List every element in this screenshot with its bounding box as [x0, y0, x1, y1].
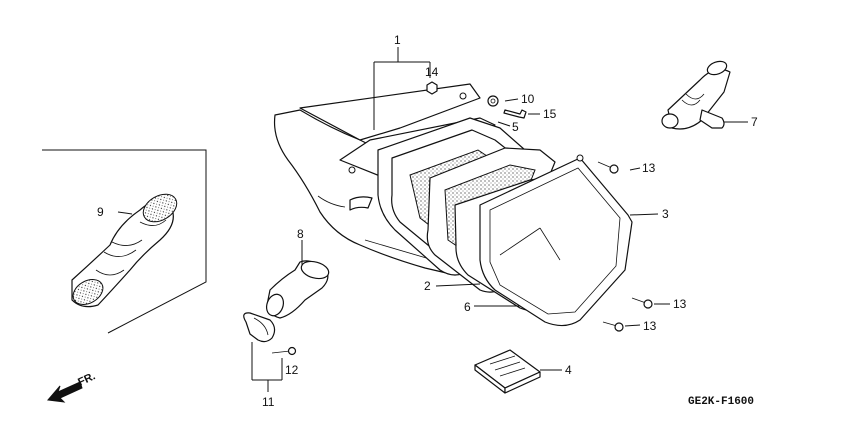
- front-arrow-icon: [47, 381, 83, 403]
- screw-part-13-upper: [597, 161, 619, 174]
- air-cleaner-cover-part-3: [479, 154, 633, 327]
- intake-tube-part-9: [71, 193, 178, 308]
- callout-13-mid: 13: [673, 297, 687, 311]
- screw-part-13-lower: [602, 321, 624, 332]
- callout-11: 11: [262, 395, 275, 409]
- callout-3: 3: [662, 207, 669, 221]
- front-marker-label: FR.: [76, 370, 97, 388]
- diagram-code: GE2K-F1600: [688, 396, 754, 408]
- callout-10: 10: [521, 92, 535, 106]
- callout-2: 2: [424, 279, 431, 293]
- callout-1: 1: [394, 33, 401, 47]
- nut-part-14: [426, 81, 438, 95]
- connecting-tube-part-8: [265, 260, 330, 319]
- rubber-pad-part-4: [474, 349, 541, 394]
- front-direction-marker: FR.: [47, 370, 97, 403]
- clamp-part-11: [243, 312, 276, 343]
- tube-part-7: [661, 60, 731, 130]
- washer-part-10: [487, 95, 499, 107]
- callout-13-lower: 13: [643, 319, 657, 333]
- callout-13-upper: 13: [642, 161, 656, 175]
- callout-9: 9: [97, 205, 104, 219]
- inset-frame: [42, 149, 207, 334]
- callout-6: 6: [464, 300, 471, 314]
- callout-14: 14: [425, 65, 439, 79]
- screw-part-12: [271, 346, 297, 356]
- callout-8: 8: [297, 227, 304, 241]
- callout-5: 5: [512, 120, 519, 134]
- callout-labels: 1 14 10 15 5 7 13 3 9 8 2 6 13 13 12 4 1…: [97, 33, 758, 409]
- callout-4: 4: [565, 363, 572, 377]
- screw-part-13-mid: [631, 297, 653, 309]
- callout-7: 7: [751, 115, 758, 129]
- callout-15: 15: [543, 107, 557, 121]
- screw-part-15: [503, 109, 527, 119]
- callout-12: 12: [285, 363, 299, 377]
- leader-lines: [117, 47, 748, 392]
